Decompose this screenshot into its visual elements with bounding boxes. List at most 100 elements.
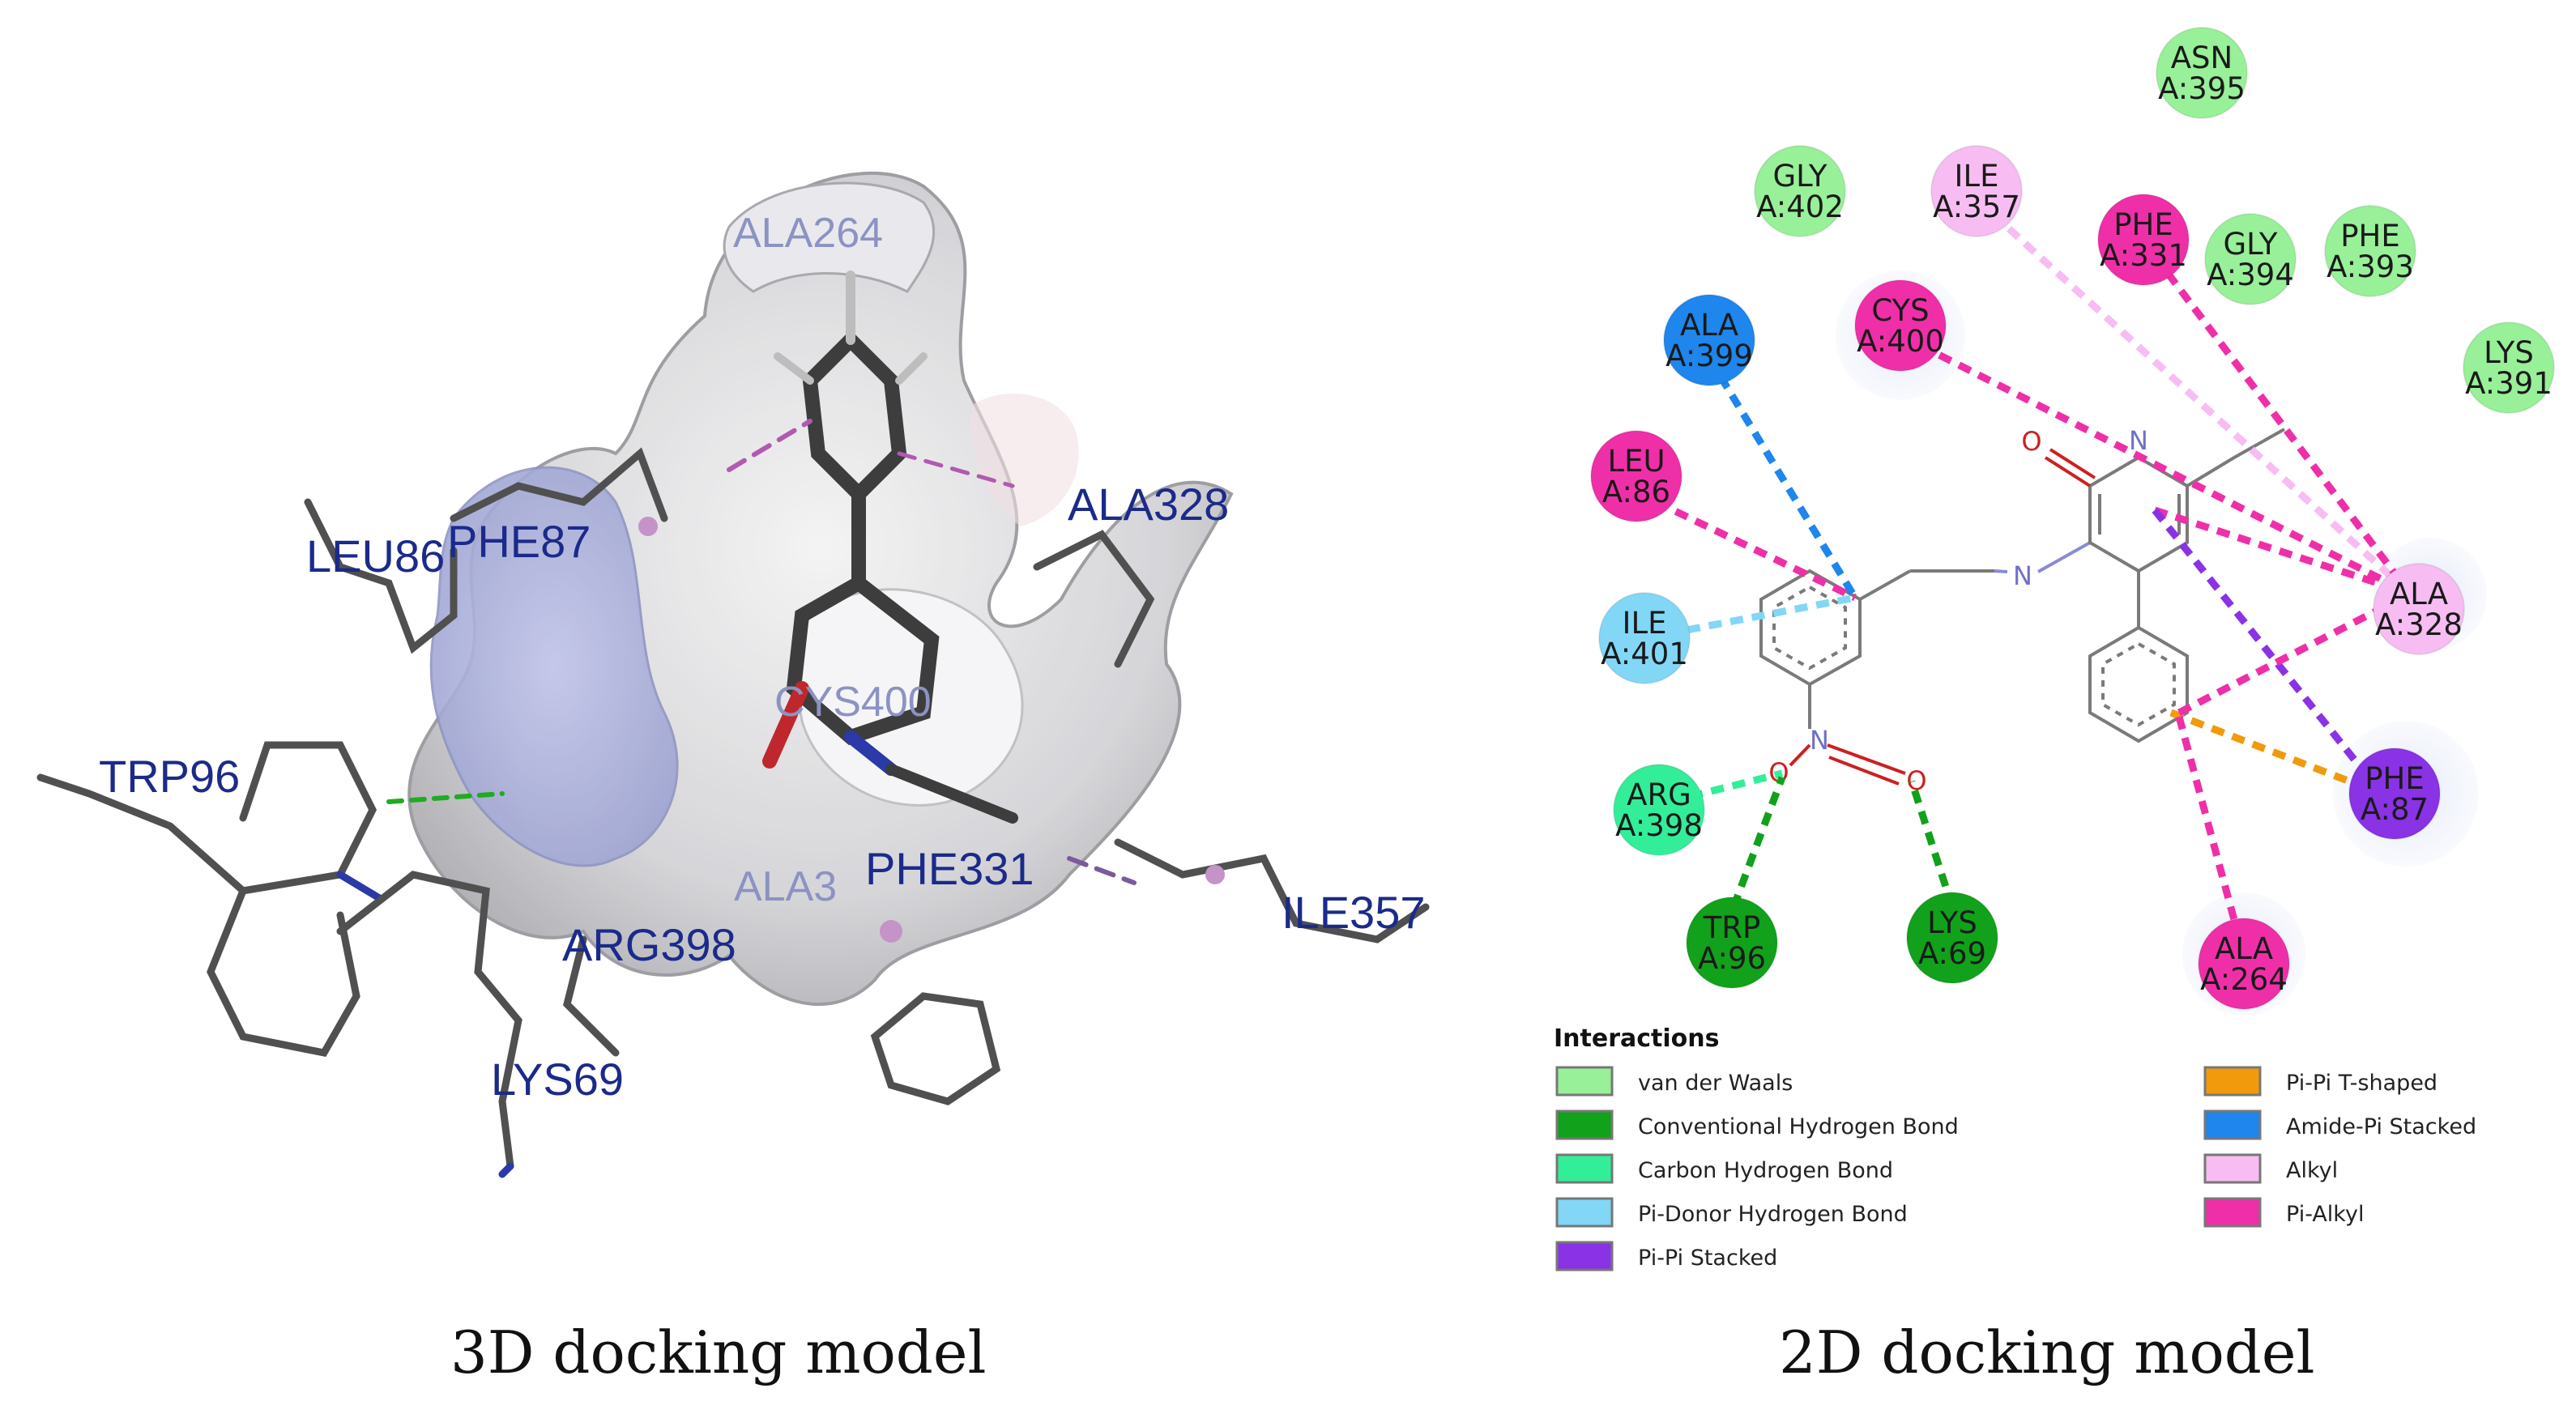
model-3d-panel: ALA264 ALA328 LEU86 PHE87 CYS400 TRP96 A…	[36, 172, 1430, 1178]
residue-id-ala399: A:399	[1665, 339, 1753, 373]
label-3d-trp96: TRP96	[99, 751, 240, 802]
legend-item-pi_pi: Pi-Pi Stacked	[1555, 1241, 1777, 1271]
residue-disc-phe331	[2097, 194, 2190, 286]
residue-id-cys400: A:400	[1857, 324, 1944, 359]
residue-name-phe87: PHE	[2365, 761, 2425, 796]
legend-label-carbon_hb: Carbon Hydrogen Bond	[1638, 1158, 1893, 1183]
residue-name-gly402: GLY	[1773, 159, 1828, 194]
bond-no-2	[1827, 743, 1906, 775]
legend-title: Interactions	[1554, 1024, 1719, 1053]
centroid-3	[1205, 865, 1225, 884]
residue-id-asn395: A:395	[2158, 71, 2245, 106]
residue-disc-ile401	[1598, 592, 1691, 684]
ligand-bond-b	[885, 764, 1018, 824]
residue-disc-ile357	[1930, 145, 2023, 237]
legend-label-amide_pi: Amide-Pi Stacked	[2286, 1114, 2476, 1139]
interaction-dash-1	[1067, 856, 1137, 885]
legend-swatch-alkyl	[2203, 1153, 2262, 1184]
legend-label-alkyl: Alkyl	[2286, 1158, 2338, 1183]
residue-disc-gly394	[2204, 213, 2297, 305]
residue-name-ala264: ALA	[2215, 931, 2273, 966]
surface-top-lobe	[723, 181, 936, 293]
legend-label-conv_hb: Conventional Hydrogen Bond	[1638, 1114, 1959, 1139]
label-3d-ala264: ALA264	[733, 210, 883, 257]
dash-cys400	[1898, 331, 2412, 598]
residue-disc-cys400	[1854, 279, 1947, 372]
residue-name-ile357: ILE	[1955, 159, 1999, 194]
ring-pyridinone	[2088, 455, 2189, 573]
dash-ile357	[1973, 196, 2413, 597]
bond-c-o-2	[2049, 448, 2096, 479]
residue-id-ala264: A:264	[2200, 962, 2288, 997]
legend-swatch-amide_pi	[2203, 1109, 2262, 1140]
dash-leu86	[1635, 488, 1857, 602]
surface-blue-pocket	[429, 466, 679, 867]
residue-name-phe393: PHE	[2340, 219, 2400, 253]
phe331-ring	[870, 992, 1001, 1105]
ala328-sticks	[1033, 530, 1155, 668]
residue-disc-phe393	[2324, 205, 2416, 297]
legend-item-amide_pi: Amide-Pi Stacked	[2203, 1109, 2476, 1140]
label-3d-ile357: ILE357	[1282, 887, 1426, 938]
residue-sticks	[36, 419, 1430, 1178]
bond-ch2-1	[1859, 569, 1911, 601]
residue-id-phe331: A:331	[2100, 238, 2187, 273]
dash-phe331	[2152, 253, 2413, 596]
residue-disc-arg398	[1613, 764, 1705, 856]
dash-phe87-t	[2169, 709, 2383, 798]
legend-label-pi_pi: Pi-Pi Stacked	[1638, 1246, 1777, 1271]
residue-id-ala328: A:328	[2375, 607, 2463, 642]
legend-item-pi_alkyl: Pi-Alkyl	[2203, 1197, 2364, 1228]
bond-no-2b	[1828, 756, 1900, 786]
residue-name-phe331: PHE	[2113, 207, 2173, 242]
residue-disc-trp96	[1686, 897, 1778, 989]
legend-swatch-conv_hb	[1555, 1109, 1614, 1140]
residue-name-lys391: LYS	[2484, 335, 2534, 370]
model-2d-panel: O N N N O O ASNA:395GLYA:402ILEA:357PHEA…	[1590, 27, 2555, 1016]
label-3d-arg398: ARG398	[562, 919, 736, 970]
legend-item-conv_hb: Conventional Hydrogen Bond	[1555, 1109, 1959, 1140]
bond-methyl-2	[2233, 428, 2285, 459]
lys69-n	[498, 1162, 514, 1178]
ring-phenyl-aromatic	[2101, 641, 2176, 727]
legend-swatch-pi_alkyl	[2203, 1197, 2262, 1228]
legend-item-carbon_hb: Carbon Hydrogen Bond	[1555, 1153, 1893, 1184]
arg398-sticks	[563, 935, 620, 1057]
residue-disc-ala328	[2373, 563, 2465, 655]
interaction-hbond-3d	[386, 791, 505, 804]
dash-ala264	[2175, 715, 2248, 957]
residue-name-cys400: CYS	[1871, 293, 1929, 328]
surface-pink-patch	[970, 393, 1079, 526]
dash-ile401	[1644, 594, 1856, 642]
dash-phe87-stack	[2152, 508, 2385, 796]
residue-id-trp96: A:96	[1698, 941, 1766, 976]
label-3d-phe87: PHE87	[447, 516, 591, 567]
legend-item-pi_donor: Pi-Donor Hydrogen Bond	[1555, 1197, 1908, 1228]
dash-arg398	[1667, 769, 1784, 806]
residue-name-ala328: ALA	[2390, 577, 2448, 611]
residue-name-trp96: TRP	[1703, 910, 1761, 945]
trp96-n	[336, 871, 385, 903]
residue-disc-lys391	[2463, 322, 2555, 414]
protein-surface	[407, 172, 1234, 1007]
phe87-sticks	[450, 447, 668, 522]
residue-name-ile401: ILE	[1623, 606, 1667, 641]
label-3d-ala-cut: ALA3	[734, 863, 837, 910]
residue-disc-ala399	[1663, 294, 1755, 386]
interactions-2d	[1635, 196, 2413, 957]
caption-2d: 2D docking model	[1779, 1318, 2315, 1386]
label-3d-lys69: LYS69	[491, 1054, 624, 1105]
atom-n-ring: N	[2129, 425, 2148, 456]
dash-trp96	[1729, 776, 1786, 909]
atom-n-amine: N	[2013, 560, 2032, 591]
